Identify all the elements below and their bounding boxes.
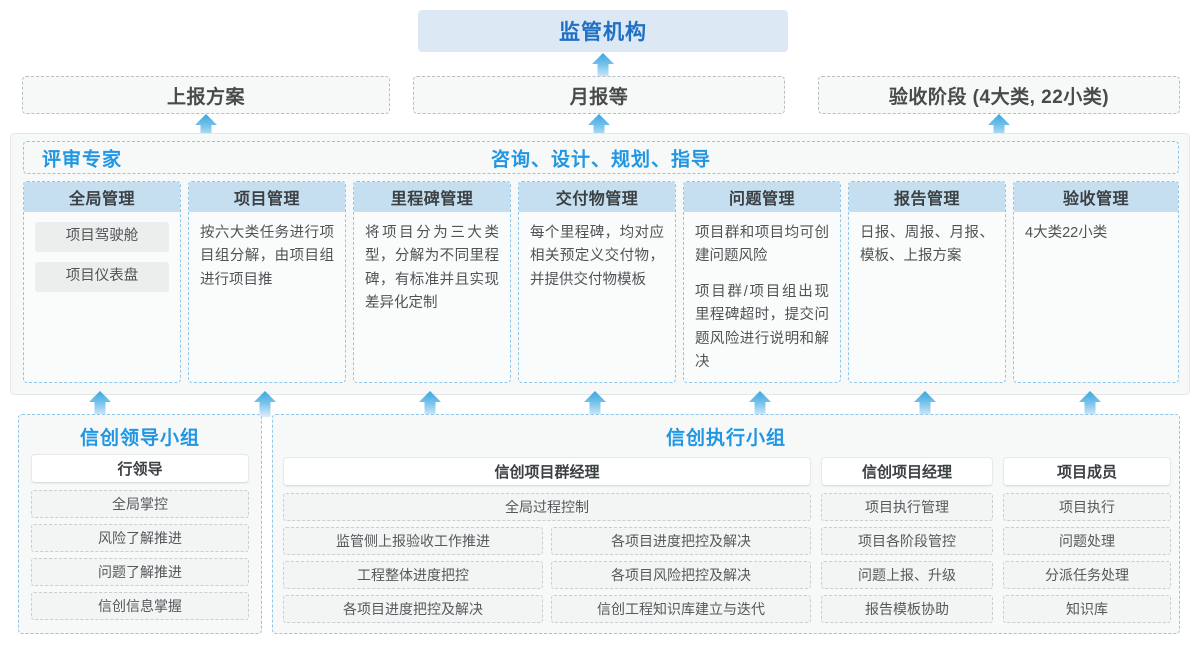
card-body: 日报、周报、月报、模板、上报方案 <box>849 212 1005 277</box>
role-reviewer-label: 评审专家 <box>42 149 123 170</box>
card-title: 全局管理 <box>24 182 180 212</box>
capability-card[interactable]: 报告管理 日报、周报、月报、模板、上报方案 <box>848 181 1006 383</box>
card-paragraph: 每个里程碑，均对应相关预定义交付物，并提供交付物模板 <box>530 225 664 288</box>
card-title: 问题管理 <box>684 182 840 212</box>
capability-card[interactable]: 验收管理 4大类22小类 <box>1013 181 1179 383</box>
leader-group-panel: 信创领导小组 行领导 全局掌控 风险了解推进 问题了解推进 信创信息掌握 <box>18 414 262 634</box>
card-title: 里程碑管理 <box>354 182 510 212</box>
channel-label: 上报方案 <box>166 86 245 108</box>
exec-task[interactable]: 各项目进度把控及解决 <box>283 595 543 623</box>
exec-task[interactable]: 各项目风险把控及解决 <box>551 561 811 589</box>
card-paragraph: 4大类22小类 <box>1025 225 1108 241</box>
card-body: 4大类22小类 <box>1014 212 1178 253</box>
exec-task[interactable]: 各项目进度把控及解决 <box>551 527 811 555</box>
card-body: 每个里程碑，均对应相关预定义交付物，并提供交付物模板 <box>519 212 675 300</box>
capability-card[interactable]: 问题管理 项目群和项目均可创建问题风险 项目群/项目组出现里程碑超时，提交问题风… <box>683 181 841 383</box>
card-pill[interactable]: 项目驾驶舱 <box>35 222 169 252</box>
exec-role-member[interactable]: 项目成员 <box>1003 457 1171 486</box>
card-pill[interactable]: 项目仪表盘 <box>35 262 169 292</box>
exec-role-program-manager[interactable]: 信创项目群经理 <box>283 457 811 486</box>
capability-card[interactable]: 项目管理 按六大类任务进行项目组分解，由项目组进行项目推 <box>188 181 346 383</box>
leader-task[interactable]: 风险了解推进 <box>31 524 249 552</box>
exec-task[interactable]: 信创工程知识库建立与迭代 <box>551 595 811 623</box>
exec-task[interactable]: 分派任务处理 <box>1003 561 1171 589</box>
exec-task[interactable]: 工程整体进度把控 <box>283 561 543 589</box>
arrow-up-icon <box>592 53 614 84</box>
card-title: 验收管理 <box>1014 182 1178 212</box>
role-band: 评审专家 咨询、设计、规划、指导 <box>23 141 1179 174</box>
card-paragraph: 将项目分为三大类型，分解为不同里程碑，有标准并且实现差异化定制 <box>365 225 499 312</box>
capability-panel: 评审专家 咨询、设计、规划、指导 全局管理 项目驾驶舱 项目仪表盘 项目管理 按… <box>10 133 1190 395</box>
exec-task[interactable]: 问题处理 <box>1003 527 1171 555</box>
card-title: 项目管理 <box>189 182 345 212</box>
arrow-up-icon <box>419 391 441 422</box>
card-title: 报告管理 <box>849 182 1005 212</box>
exec-task[interactable]: 项目各阶段管控 <box>821 527 993 555</box>
leader-group-title: 信创领导小组 <box>79 428 200 449</box>
card-body: 项目群和项目均可创建问题风险 项目群/项目组出现里程碑超时，提交问题风险进行说明… <box>684 212 840 382</box>
card-paragraph: 项目群和项目均可创建问题风险 <box>695 225 829 265</box>
card-title: 交付物管理 <box>519 182 675 212</box>
exec-task[interactable]: 问题上报、升级 <box>821 561 993 589</box>
exec-group-title: 信创执行小组 <box>665 428 786 449</box>
card-body: 项目驾驶舱 项目仪表盘 <box>24 212 180 310</box>
leader-task[interactable]: 信创信息掌握 <box>31 592 249 620</box>
authority-label: 监管机构 <box>559 21 647 44</box>
channel-label: 月报等 <box>569 86 629 108</box>
capability-card[interactable]: 里程碑管理 将项目分为三大类型，分解为不同里程碑，有标准并且实现差异化定制 <box>353 181 511 383</box>
exec-task[interactable]: 项目执行 <box>1003 493 1171 521</box>
role-consulting-label: 咨询、设计、规划、指导 <box>490 149 711 170</box>
exec-role-project-manager[interactable]: 信创项目经理 <box>821 457 993 486</box>
exec-task[interactable]: 项目执行管理 <box>821 493 993 521</box>
arrow-up-icon <box>749 391 771 422</box>
exec-group-panel: 信创执行小组 信创项目群经理 全局过程控制 监管侧上报验收工作推进 工程整体进度… <box>272 414 1180 634</box>
arrow-up-icon <box>1079 391 1101 422</box>
arrow-up-icon <box>89 391 111 422</box>
capability-card[interactable]: 全局管理 项目驾驶舱 项目仪表盘 <box>23 181 181 383</box>
card-paragraph: 按六大类任务进行项目组分解，由项目组进行项目推 <box>200 225 334 288</box>
capability-card[interactable]: 交付物管理 每个里程碑，均对应相关预定义交付物，并提供交付物模板 <box>518 181 676 383</box>
exec-task[interactable]: 监管侧上报验收工作推进 <box>283 527 543 555</box>
leader-task[interactable]: 问题了解推进 <box>31 558 249 586</box>
exec-task-wide[interactable]: 全局过程控制 <box>283 493 811 521</box>
authority-header: 监管机构 <box>418 10 788 52</box>
leader-task[interactable]: 全局掌控 <box>31 490 249 518</box>
card-body: 按六大类任务进行项目组分解，由项目组进行项目推 <box>189 212 345 300</box>
channel-box-acceptance-stage[interactable]: 验收阶段 (4大类, 22小类) <box>818 76 1180 114</box>
card-paragraph: 项目群/项目组出现里程碑超时，提交问题风险进行说明和解决 <box>695 283 829 371</box>
exec-task[interactable]: 知识库 <box>1003 595 1171 623</box>
card-paragraph: 日报、周报、月报、模板、上报方案 <box>860 225 994 265</box>
channel-box-report-plan[interactable]: 上报方案 <box>22 76 390 114</box>
arrow-up-icon <box>914 391 936 422</box>
arrow-up-icon <box>254 391 276 422</box>
exec-task[interactable]: 报告模板协助 <box>821 595 993 623</box>
card-body: 将项目分为三大类型，分解为不同里程碑，有标准并且实现差异化定制 <box>354 212 510 324</box>
arrow-up-icon <box>584 391 606 422</box>
channel-label: 验收阶段 (4大类, 22小类) <box>888 86 1110 108</box>
leader-role[interactable]: 行领导 <box>31 454 249 483</box>
channel-box-monthly-report[interactable]: 月报等 <box>413 76 785 114</box>
